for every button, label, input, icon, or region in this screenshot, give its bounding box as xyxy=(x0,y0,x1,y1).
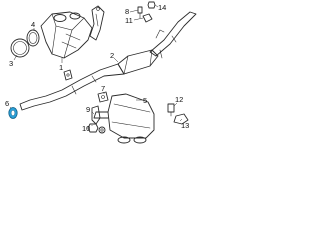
callout-8: 8 xyxy=(125,7,129,16)
exhaust-system-diagram: 1 2 3 4 5 6 7 8 9 10 11 12 13 14 xyxy=(5,1,197,144)
callout-3: 3 xyxy=(9,59,13,68)
callout-2: 2 xyxy=(110,51,114,60)
callout-12: 12 xyxy=(175,95,183,104)
rear-hanger xyxy=(173,113,189,125)
callout-6: 6 xyxy=(5,99,9,108)
exhaust-gasket-highlighted xyxy=(8,107,18,119)
heat-shield-bracket xyxy=(89,5,105,41)
gasket-ring-small xyxy=(26,29,40,47)
callout-1: 1 xyxy=(59,63,63,72)
callout-13: 13 xyxy=(181,121,189,130)
muffler xyxy=(93,93,155,144)
catalytic-converter xyxy=(40,11,93,59)
exhaust-pipe-assembly xyxy=(19,11,197,111)
callout-10: 10 xyxy=(82,124,90,133)
rear-hanger-bolt xyxy=(167,103,175,117)
callout-14: 14 xyxy=(158,3,166,12)
flange-nut xyxy=(87,123,99,133)
mounting-nut xyxy=(147,1,156,9)
hanger-bolt xyxy=(137,6,143,19)
callout-7: 7 xyxy=(101,84,105,93)
hanger-insulator xyxy=(97,91,109,103)
callout-9: 9 xyxy=(86,105,90,114)
rubber-hanger xyxy=(142,13,153,23)
callout-5: 5 xyxy=(143,96,147,105)
callout-11: 11 xyxy=(125,16,133,25)
pipe-clamp xyxy=(63,69,73,81)
support-bracket xyxy=(91,105,101,125)
callout-4: 4 xyxy=(31,20,35,29)
gasket-ring-large xyxy=(10,38,30,58)
washer xyxy=(98,126,106,134)
